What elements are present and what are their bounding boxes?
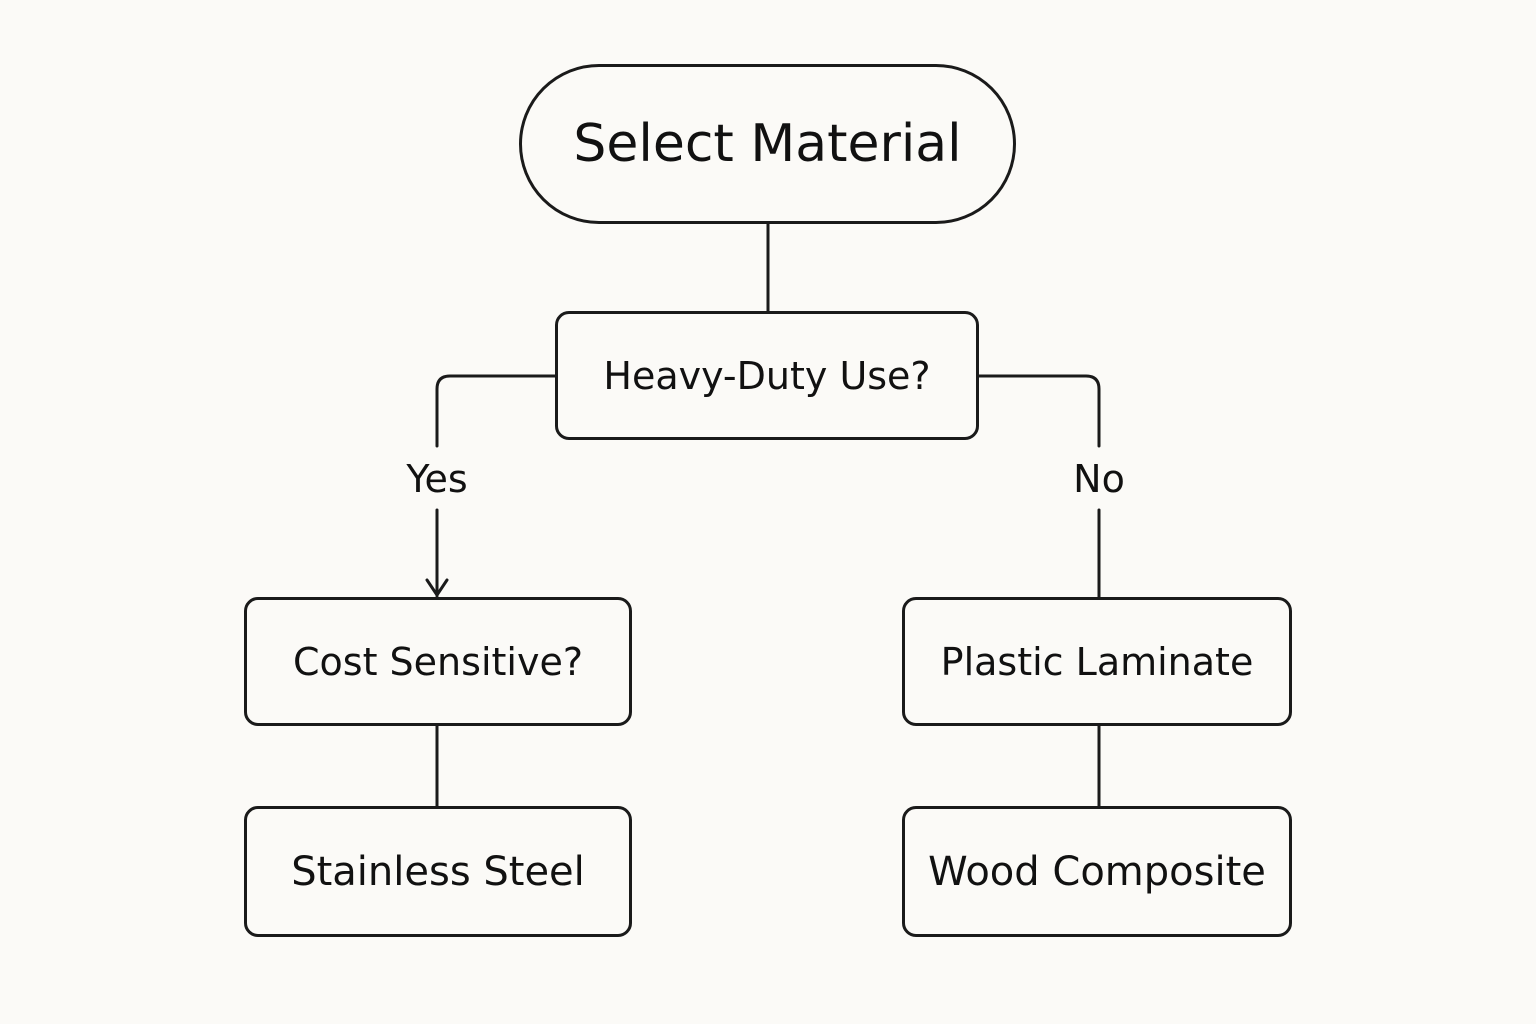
result-node-plastic-laminate: Plastic Laminate [902,597,1292,726]
result-node-wood-composite: Wood Composite [902,806,1292,937]
connector-heavy-duty-to-yes [435,374,558,448]
arrowhead-yes [425,578,449,597]
decision-node-heavy-duty: Heavy-Duty Use? [555,311,979,440]
result-node-stainless-steel-label: Stainless Steel [291,848,585,895]
decision-node-cost-sensitive-label: Cost Sensitive? [293,639,583,684]
result-node-stainless-steel: Stainless Steel [244,806,632,937]
edge-label-no: No [1064,455,1134,503]
start-node: Select Material [519,64,1016,224]
decision-node-cost-sensitive: Cost Sensitive? [244,597,632,726]
result-node-plastic-laminate-label: Plastic Laminate [940,639,1254,684]
edge-label-yes: Yes [397,455,477,503]
result-node-wood-composite-label: Wood Composite [928,848,1266,895]
connector-heavy-duty-to-no [977,374,1101,448]
start-node-label: Select Material [573,114,962,174]
decision-node-heavy-duty-label: Heavy-Duty Use? [603,353,931,398]
